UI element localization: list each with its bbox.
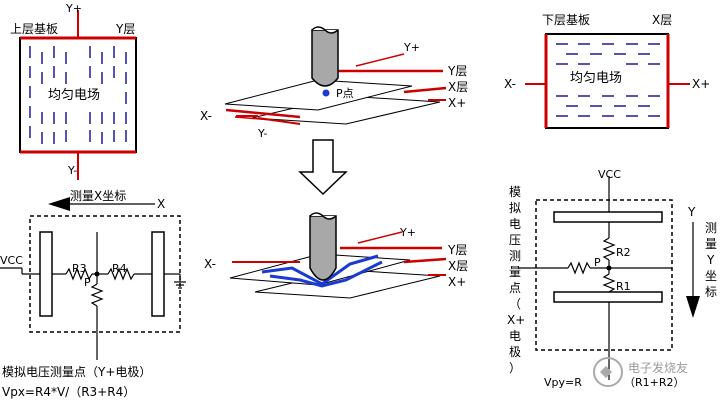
measure-y-caption: 测 量 Y 坐 标: [705, 221, 717, 299]
xminus-label-pressed: X-: [204, 257, 216, 271]
uniform-field-label: 均匀电场: [48, 88, 100, 103]
bottom-electrode-bar: [553, 291, 663, 303]
right-electrode-bar: [151, 231, 165, 317]
vcap-7: 点: [509, 281, 521, 295]
y-plus-wire: [355, 53, 405, 67]
x-measure-circuit: 测量X坐标 X VCC R3 R4 P 模拟电压测量点（Y+电极） Vpx=R4…: [0, 189, 186, 399]
left-electrode-bar: [39, 231, 53, 317]
upper-substrate-panel: 上层基板 Y层 Y+ Y- 均匀电场: [10, 2, 137, 180]
deformed-y-layer: [261, 254, 379, 286]
y-axis-label: Y: [687, 205, 696, 219]
down-arrow-icon: [298, 139, 348, 196]
r2-label: R2: [616, 246, 631, 259]
y-minus-bar: [225, 108, 301, 119]
vcap-4: 压: [509, 233, 521, 247]
xplus-label-pressed: X+: [448, 275, 466, 289]
vcap-2: 拟: [509, 201, 521, 215]
resistor-r3: [65, 267, 93, 281]
xminus-label: X-: [200, 109, 212, 123]
vpy-formula-left: Vpy=R: [544, 376, 582, 389]
vcc-label-right: VCC: [598, 168, 621, 181]
y-plus-label: Y+: [65, 2, 82, 15]
horizontal-field-dashes: [556, 43, 660, 117]
x-minus-bar: [257, 117, 301, 125]
measure-y-char-4: 坐: [705, 269, 717, 283]
yplus-label-pressed: Y+: [399, 226, 416, 239]
x-minus-label: X-: [504, 77, 516, 91]
vcap-8: （: [509, 297, 521, 311]
uniform-field-label-x: 均匀电场: [570, 71, 622, 86]
layers-3d-pressed: Y+ Y层 X层 X+ X-: [204, 212, 468, 299]
p-label-left: P: [84, 276, 91, 289]
vcap-12: ）: [509, 361, 521, 375]
vpx-formula: Vpx=R4*V/（R3+R4）: [2, 385, 135, 399]
yminus-label: Y-: [257, 127, 267, 140]
y-arrow-head: [686, 296, 700, 318]
layers-3d-top: Y+ Y层 X层 X+ X- Y- P点: [200, 26, 468, 140]
measure-y-char-5: 标: [705, 285, 717, 299]
stylus-icon: [311, 29, 339, 87]
y-plus-wire-pressed: [357, 231, 403, 244]
upper-substrate-plate: [19, 37, 137, 153]
watermark-logo-mark: [600, 366, 612, 378]
lower-substrate-panel: 下层基板 X层 X- X+ 均匀电场: [504, 13, 710, 129]
touch-point-p: [322, 89, 330, 97]
vcap-1: 模: [509, 185, 521, 199]
vertical-field-dashes: [29, 46, 127, 144]
contact-resistor: [90, 283, 104, 307]
ylayer-label: Y层: [447, 64, 467, 78]
x-plus-bar-pressed: [403, 257, 447, 264]
watermark-text: 电子发烧友: [628, 360, 688, 375]
stylus-pressed-cut: [309, 212, 337, 220]
stylus-pressed-icon: [309, 215, 337, 281]
watermark: 电子发烧友: [593, 357, 688, 387]
vcap-3: 电: [509, 217, 521, 231]
ground-icon: [174, 281, 186, 289]
resistor-r2: [602, 237, 616, 261]
upper-substrate-label: 上层基板: [10, 22, 58, 36]
measure-y-char-2: 量: [705, 237, 717, 251]
watermark-logo-icon: [593, 357, 623, 387]
r1-label: R1: [616, 280, 631, 293]
lower-substrate-label: 下层基板: [542, 13, 590, 27]
deformed-x-layer: [269, 260, 383, 288]
x-arrow-head: [48, 197, 70, 211]
resistor-r1: [602, 273, 616, 293]
y-measure-vertical-caption: 模 拟 电 压 测 量 点 （ X+ 电 极 ）: [507, 185, 525, 375]
r4-label: R4: [112, 262, 127, 275]
resistor-r4: [107, 267, 135, 281]
x-layer-label: X层: [652, 13, 672, 27]
xlayer-label-pressed: X层: [448, 259, 468, 273]
xlayer-label: X层: [448, 80, 468, 94]
circuit-boundary-y: [535, 199, 673, 351]
vpy-formula-right: （R1+R2）: [624, 376, 685, 389]
vcap-10: 电: [509, 329, 521, 343]
ylayer-label-pressed: Y层: [447, 243, 467, 257]
measure-x-label: 测量X坐标: [70, 189, 126, 203]
x-axis-label: X: [157, 197, 165, 211]
vcap-6: 量: [509, 265, 521, 279]
measure-y-char-3: Y: [706, 253, 715, 267]
yplus-label: Y+: [403, 41, 420, 54]
x-plus-bar: [403, 86, 447, 94]
r3-label: R3: [72, 262, 87, 275]
vcap-5: 测: [509, 249, 521, 263]
stylus-cut-edge: [311, 26, 339, 34]
vcap-9: X+: [507, 313, 525, 327]
measure-y-char-1: 测: [705, 221, 717, 235]
y-layer-plate: [224, 79, 413, 111]
y-minus-label: Y-: [67, 164, 77, 177]
vcap-11: 极: [509, 345, 521, 359]
xplus-label: X+: [448, 96, 466, 110]
vcc-label-left: VCC: [0, 254, 23, 267]
y-layer-label: Y层: [115, 22, 135, 36]
x-measure-caption: 模拟电压测量点（Y+电极）: [2, 365, 151, 379]
top-electrode-bar: [553, 211, 663, 223]
contact-resistor-y: [567, 261, 591, 275]
y-measure-circuit: VCC R2 R1 P Y 测 量 Y 坐 标 模 拟 电 压 测: [507, 168, 717, 389]
p-label-right: P: [594, 256, 601, 269]
p-point-label: P点: [336, 87, 354, 100]
x-plus-label: X+: [692, 77, 710, 91]
